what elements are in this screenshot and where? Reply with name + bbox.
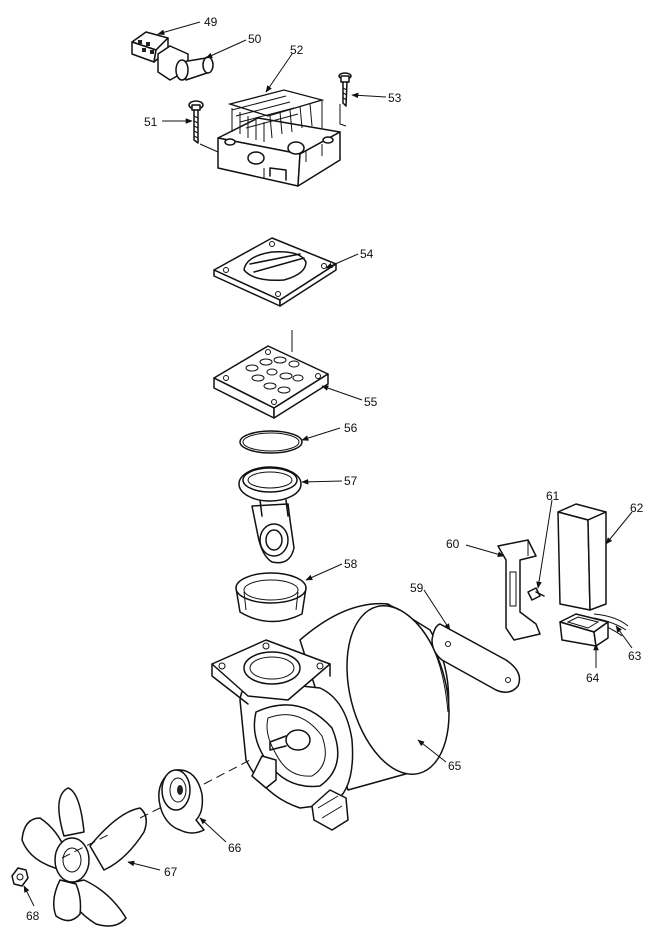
callout-66: 66 [228,841,242,855]
part-58-cylinder-sleeve [235,572,307,623]
part-53-screw [338,72,352,107]
callout-55: 55 [364,395,378,409]
callout-54: 54 [360,247,374,261]
callout-63: 63 [628,649,642,663]
callout-64: 64 [586,671,600,685]
part-66-bearing [158,769,205,834]
part-61-screw [527,587,545,601]
part-62-capacitor [557,503,607,611]
callout-60: 60 [446,537,460,551]
part-52-cylinder-head [199,89,347,187]
callout-53: 53 [388,91,402,105]
leader-lines [23,21,633,907]
part-54-gasket [213,237,337,307]
part-50-elbow-fitting [157,45,214,81]
part-67-fan [21,787,147,927]
callout-67: 67 [164,865,178,879]
callout-labels: 49 50 51 52 53 54 55 56 57 58 59 60 61 6… [26,15,644,923]
callout-51: 51 [144,115,158,129]
part-64-capacitor-boot [559,613,609,647]
part-57-piston-rod [238,466,302,564]
callout-49: 49 [204,15,218,29]
callout-62: 62 [630,501,644,515]
part-59-bracket-plate [431,623,521,693]
assembly-axis [61,759,251,859]
callout-61: 61 [546,489,560,503]
callout-52: 52 [290,43,304,57]
callout-50: 50 [248,32,262,46]
callout-59: 59 [410,581,424,595]
callout-68: 68 [26,909,40,923]
part-65-motor-housing [211,602,450,831]
callout-56: 56 [344,421,358,435]
part-56-o-ring [239,430,303,454]
callout-57: 57 [344,474,358,488]
callout-65: 65 [448,759,462,773]
callout-58: 58 [344,557,358,571]
part-68-nut [11,867,29,887]
part-60-bracket [497,539,541,641]
part-51-bolt [188,100,204,144]
part-55-valve-plate [213,330,329,419]
